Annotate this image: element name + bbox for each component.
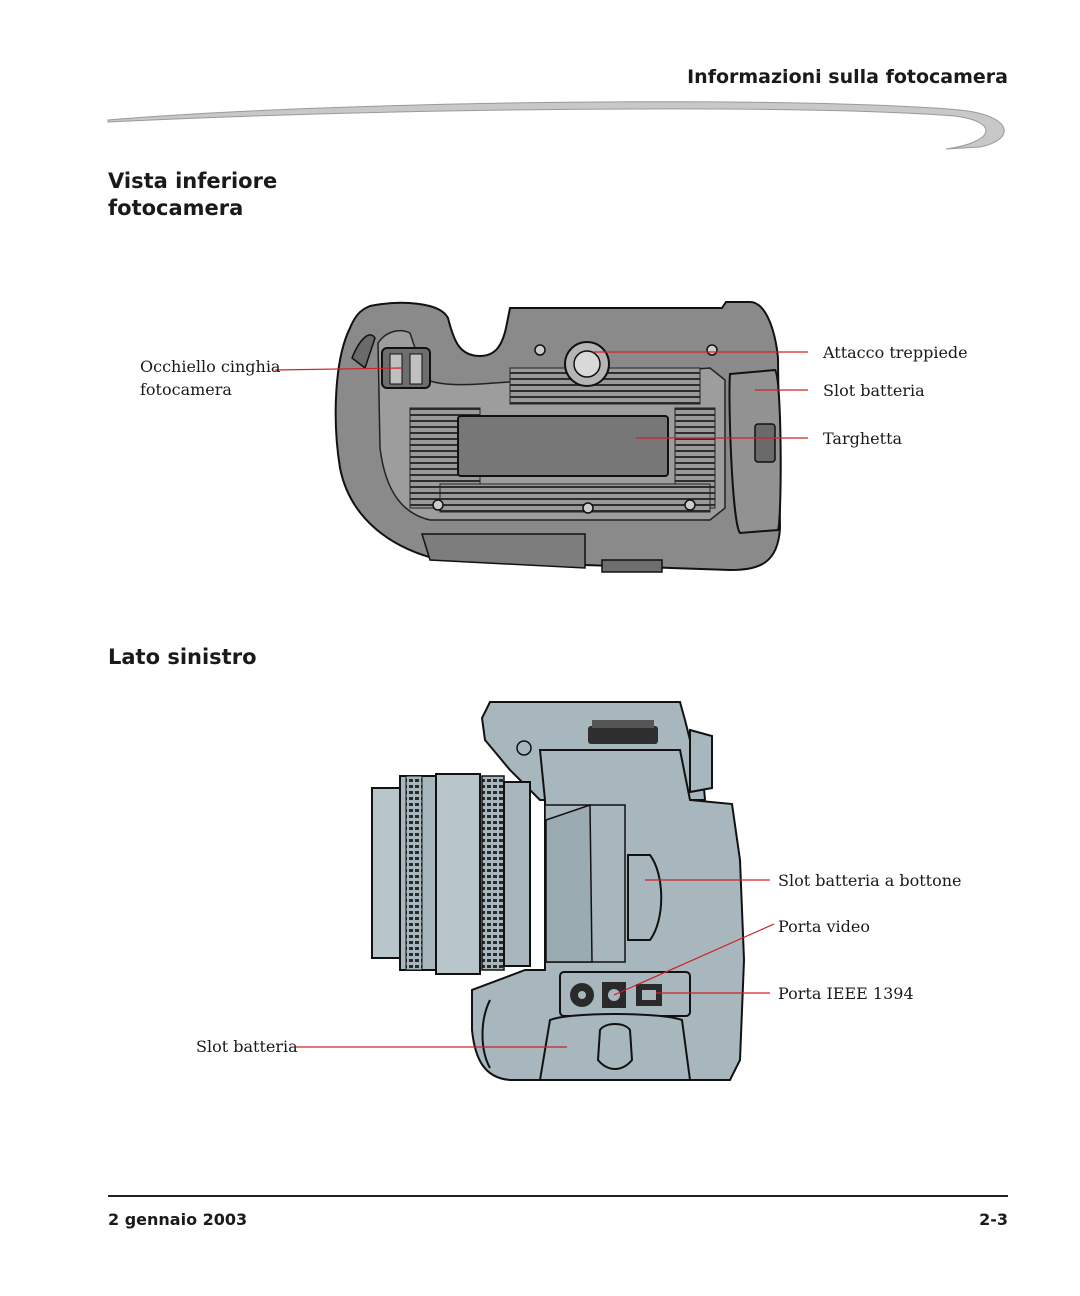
label-tripod-mount: Attacco treppiede xyxy=(823,343,968,362)
section-title-line: fotocamera xyxy=(108,196,244,220)
section-title-left-side: Lato sinistro xyxy=(108,645,257,669)
callout-line-video-port xyxy=(613,923,775,996)
camera-left-side-illustration xyxy=(371,701,746,1081)
label-battery-slot: Slot batteria xyxy=(823,381,925,400)
header-swoosh xyxy=(107,101,1005,150)
section-title-line: Vista inferiore xyxy=(108,169,278,193)
label-ieee-port: Porta IEEE 1394 xyxy=(778,984,914,1003)
label-video-port: Porta video xyxy=(778,917,870,936)
label-line: fotocamera xyxy=(140,380,232,399)
callout-line-strap xyxy=(274,367,403,371)
label-strap-eyelet: Occhiello cinghia fotocamera xyxy=(140,355,280,401)
page-number: 2-3 xyxy=(979,1210,1008,1229)
label-button-battery-slot: Slot batteria a bottone xyxy=(778,871,962,890)
footer-rule xyxy=(108,1195,1008,1197)
camera-bottom-view-illustration xyxy=(334,301,782,573)
label-line: Occhiello cinghia xyxy=(140,357,281,376)
footer-date: 2 gennaio 2003 xyxy=(108,1210,248,1229)
chapter-header-title: Informazioni sulla fotocamera xyxy=(687,66,1008,88)
section-title-bottom-view: Vista inferiore fotocamera xyxy=(108,168,277,222)
label-nameplate: Targhetta xyxy=(823,429,903,448)
label-battery-slot-side: Slot batteria xyxy=(196,1037,298,1056)
